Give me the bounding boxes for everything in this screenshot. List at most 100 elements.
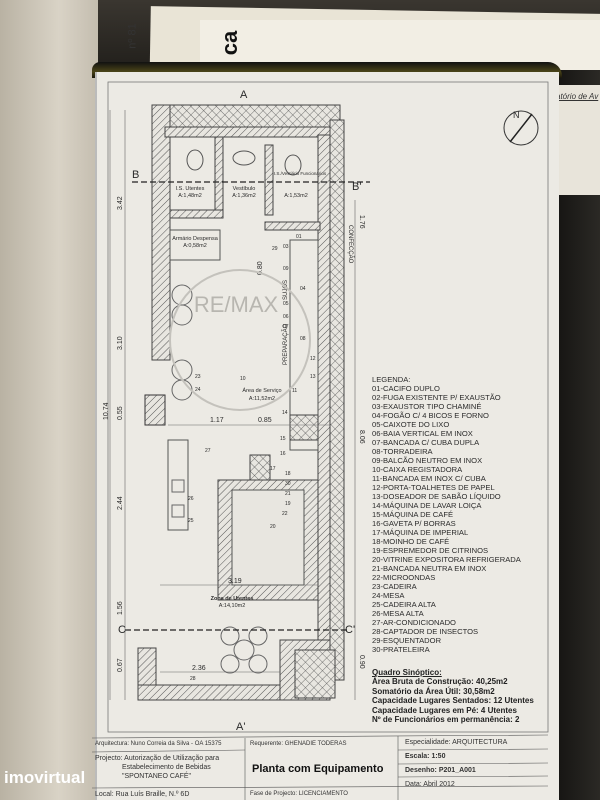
legend-item: 05-CAIXOTE DO LIXO: [372, 420, 450, 429]
marker: 14: [282, 410, 288, 416]
legend-item: 21-BANCADA NEUTRA EM INOX: [372, 564, 487, 573]
tb-desenho: Desenho: P201_A001: [405, 767, 476, 774]
dim-right: 8.06: [358, 430, 365, 444]
room-area: A:1,36m2: [232, 193, 256, 199]
dim-left-total: 10.74: [103, 402, 110, 420]
quadro-sinoptico: Quadro Sinóptico: Área Bruta de Construç…: [372, 668, 534, 724]
tb-data: Data: Abril 2012: [405, 781, 455, 788]
marker: 29: [272, 246, 278, 252]
wall-bottom: [137, 684, 289, 701]
room-name: Armário Despensa: [172, 236, 218, 242]
marker: 03: [283, 244, 289, 250]
room-name: Área de Serviço: [242, 387, 281, 394]
remax-watermark: RE/MAX: [194, 292, 279, 317]
tb-drawing-title: Planta com Equipamento: [252, 763, 384, 775]
legend-item: 03-EXAUSTOR TIPO CHAMINÉ: [372, 402, 482, 411]
legend-item: 06-BAIA VERTICAL EM INOX: [372, 429, 473, 438]
room-area: A:0,58m2: [183, 243, 207, 249]
legend-item: 27-AR-CONDICIONADO: [372, 618, 456, 627]
north-label: N: [513, 110, 520, 120]
marker: 28: [190, 676, 196, 682]
room-name: I.S. Utentes: [176, 186, 205, 192]
remax-watermark-ring: [169, 269, 311, 411]
legend-item: 10-CAIXA REGISTADORA: [372, 465, 463, 474]
legend-item: 24-MESA: [372, 591, 405, 600]
marker: 25: [188, 518, 194, 524]
marker: 11: [292, 388, 297, 394]
room-area: A:1,48m2: [178, 193, 202, 199]
legend-item: 04-FOGÃO C/ 4 BICOS E FORNO: [372, 411, 489, 420]
marker: 05: [283, 301, 289, 307]
dim-left: 0.67: [117, 658, 124, 672]
tb-arquitectura: Arquitectura: Nuno Correia da Silva - OA…: [95, 741, 222, 747]
room-area: A:14,10m2: [219, 603, 246, 609]
section-b: B: [132, 169, 139, 181]
marker: 26: [188, 496, 194, 502]
legend-item: 20-VITRINE EXPOSITORA REFRIGERADA: [372, 555, 521, 564]
dim-left: 0.55: [117, 406, 124, 420]
quadro-line: Capacidade Lugares em Pé: 4 Utentes: [372, 705, 517, 715]
section-a-prime: A': [236, 721, 245, 733]
marker: 09: [283, 266, 289, 272]
marker: 06: [283, 314, 289, 320]
room-area: A:11,52m2: [249, 396, 275, 402]
marker: 17: [270, 466, 276, 472]
marker: 04: [300, 286, 306, 292]
dim-left: 1.56: [117, 601, 124, 615]
tb-especialidade: Especialidade: ARQUITECTURA: [405, 739, 508, 746]
dim-left: 3.42: [117, 196, 124, 210]
wall-right: [317, 134, 331, 641]
marker: 12: [310, 356, 316, 362]
wall-top-inner: [164, 126, 331, 138]
room-name: Zona de Utentes: [211, 596, 254, 602]
kitchen-counter: [289, 239, 319, 451]
legend-item: 09-BALCÃO NEUTRO EM INOX: [372, 456, 483, 465]
legend-item: 23-CADEIRA: [372, 582, 417, 591]
legend-item: 13-DOSEADOR DE SABÃO LÍQUIDO: [372, 492, 501, 501]
quadro-line: Nº de Funcionários em permanência: 2: [372, 715, 520, 725]
wall-left: [151, 104, 171, 361]
dim-left: 2.44: [117, 496, 124, 510]
marker: 10: [240, 376, 246, 382]
north-arrow-icon: N: [503, 110, 539, 146]
marker: 30: [285, 481, 291, 487]
tb-escala: Escala: 1:50: [405, 753, 446, 760]
legend-item: 14-MÁQUINA DE LAVAR LOIÇA: [372, 501, 482, 510]
marker: 22: [282, 511, 288, 517]
marker: 23: [195, 374, 201, 380]
marker: 24: [195, 387, 201, 393]
marker: 01: [296, 234, 302, 240]
legend-item: 02-FUGA EXISTENTE P/ EXAUSTÃO: [372, 393, 501, 402]
legend-title: LEGENDA:: [372, 375, 411, 384]
high-table: [167, 439, 189, 531]
column: [144, 394, 166, 426]
section-c: C: [118, 624, 126, 636]
legend-item: 29-ESQUENTADOR: [372, 636, 442, 645]
legend-item: 30-PRATELEIRA: [372, 645, 430, 654]
legend-item: 17-MÁQUINA DE IMPERIAL: [372, 528, 469, 537]
legend-item: 01-CACIFO DUPLO: [372, 384, 440, 393]
drawing-frame: [107, 81, 549, 733]
room-name: I.S./Vestiário Funcionários: [274, 171, 327, 176]
legend-item: 28-CAPTADOR DE INSECTOS: [372, 627, 479, 636]
zone-preparacao: PREPARAÇÃO: [282, 323, 289, 365]
room-name: Vestíbulo: [233, 186, 256, 192]
right-paper: [556, 85, 600, 195]
section-a: A: [240, 89, 248, 101]
room-area: A:1,53m2: [284, 193, 308, 199]
quadro-line: Área Bruta de Construção: 40,25m2: [372, 677, 508, 687]
marker: 16: [280, 451, 286, 457]
section-c-prime: C': [345, 624, 355, 636]
wall-top-existing: [169, 104, 341, 128]
zone-confeccao: CONFECÇÃO: [347, 225, 354, 264]
sink-icon: [232, 150, 256, 166]
marker: 13: [310, 374, 316, 380]
tb-fase: Fase de Projecto: LICENCIAMENTO: [250, 791, 348, 797]
tb-projecto-1: Projecto: Autorização de Utilização para: [95, 755, 220, 762]
quadro-line: Capacidade Lugares Sentados: 12 Utentes: [372, 696, 534, 706]
imovirtual-watermark: imovirtual: [4, 768, 86, 787]
dim-inner: 0.80: [257, 261, 264, 275]
tb-projecto-2: Estabelecimento de Bebidas: [122, 764, 211, 771]
legend-item: 26-MESA ALTA: [372, 609, 424, 618]
legend-item: 18-MOINHO DE CAFÉ: [372, 537, 450, 546]
